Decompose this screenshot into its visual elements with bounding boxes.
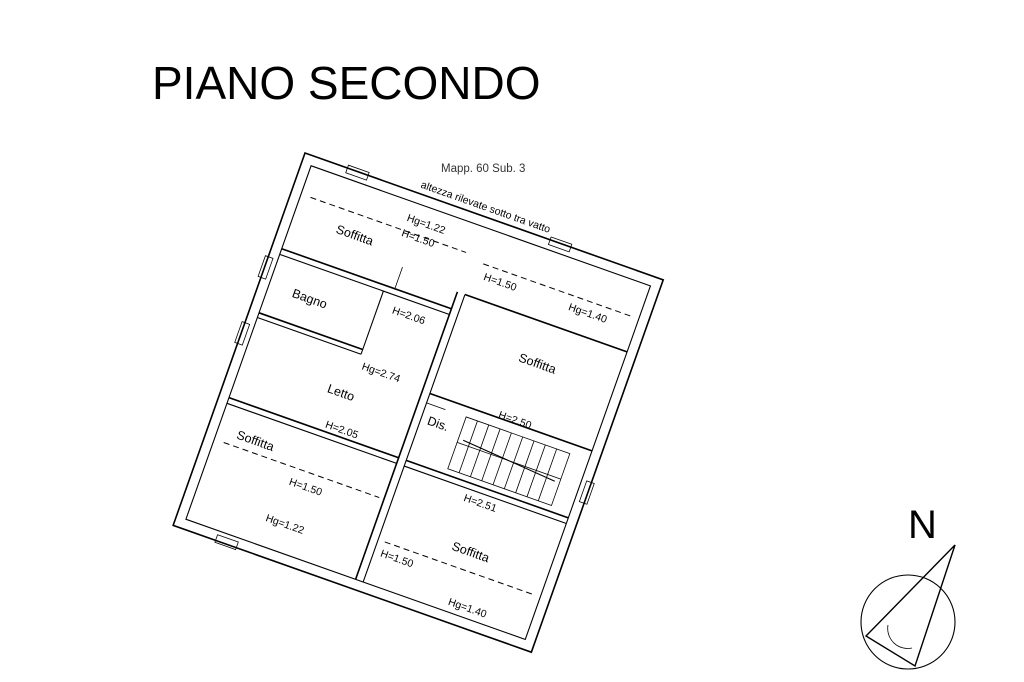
spine-wall-b bbox=[362, 294, 466, 583]
wall-right-top bbox=[464, 293, 628, 353]
eave-line-top bbox=[310, 196, 467, 253]
eave-line-right-top bbox=[483, 263, 635, 318]
wall-soffitta-bagno-b bbox=[279, 253, 450, 315]
dim-h-bottom-left: H=1.50 bbox=[287, 476, 323, 499]
window-right-1 bbox=[578, 480, 595, 505]
wall-stair-bottom-b bbox=[404, 465, 567, 524]
room-soffitta-top-left: Soffitta bbox=[334, 222, 375, 248]
window-left-1 bbox=[257, 255, 274, 280]
room-letto: Letto bbox=[325, 382, 356, 404]
north-arrow-axis bbox=[914, 544, 956, 667]
door-bagno bbox=[394, 266, 403, 289]
outer-wall-outer bbox=[172, 151, 665, 654]
window-top-1 bbox=[345, 164, 370, 181]
north-arrow-pointer bbox=[864, 544, 956, 668]
dim-hg-bottom-left: Hg=1.22 bbox=[264, 512, 306, 537]
page-title: PIANO SECONDO bbox=[152, 57, 541, 109]
north-arrow-circle bbox=[860, 574, 956, 670]
wall-letto-soffitta bbox=[228, 396, 399, 459]
window-left-2 bbox=[234, 321, 251, 346]
staircase bbox=[447, 416, 571, 507]
room-dis: Dis. bbox=[425, 414, 450, 434]
north-letter: N bbox=[908, 503, 937, 547]
wall-bagno-letto-b bbox=[257, 317, 362, 355]
wall-soffitta-bagno bbox=[281, 247, 452, 310]
dim-h-dis: H=2.50 bbox=[497, 409, 533, 432]
room-bagno: Bagno bbox=[290, 286, 329, 311]
dim-hg-right-top: Hg=1.40 bbox=[567, 301, 609, 326]
dim-hg-letto: Hg=2.74 bbox=[360, 361, 402, 386]
dim-hg-right-bottom: Hg=1.40 bbox=[446, 596, 488, 621]
room-soffitta-right-bottom: Soffitta bbox=[450, 539, 491, 565]
wall-bagno-side bbox=[360, 290, 384, 355]
room-soffitta-bottom-left: Soffitta bbox=[235, 428, 276, 454]
wall-stair-bottom bbox=[405, 459, 569, 519]
dim-h-bagno: H=2.06 bbox=[391, 305, 427, 328]
wall-bagno-letto bbox=[258, 312, 363, 351]
door-dis bbox=[426, 402, 446, 410]
wall-letto-soffitta-b bbox=[226, 402, 397, 464]
dim-h-right-bottom: H=1.50 bbox=[379, 548, 415, 571]
building-plan: Soffitta Bagno Letto Soffitta Soffitta D… bbox=[172, 151, 665, 654]
wall-dis bbox=[429, 392, 593, 452]
window-top-2 bbox=[547, 236, 573, 253]
north-arrow-arc bbox=[887, 624, 913, 649]
spine-wall-a bbox=[354, 291, 459, 580]
map-reference: Mapp. 60 Sub. 3 bbox=[441, 163, 525, 175]
north-arrow: N bbox=[860, 503, 956, 670]
eave-line-bottom-left bbox=[223, 441, 380, 499]
dim-h-stair: H=2.51 bbox=[462, 492, 498, 515]
window-bottom-1 bbox=[214, 534, 239, 551]
room-soffitta-right-top: Soffitta bbox=[517, 351, 558, 377]
